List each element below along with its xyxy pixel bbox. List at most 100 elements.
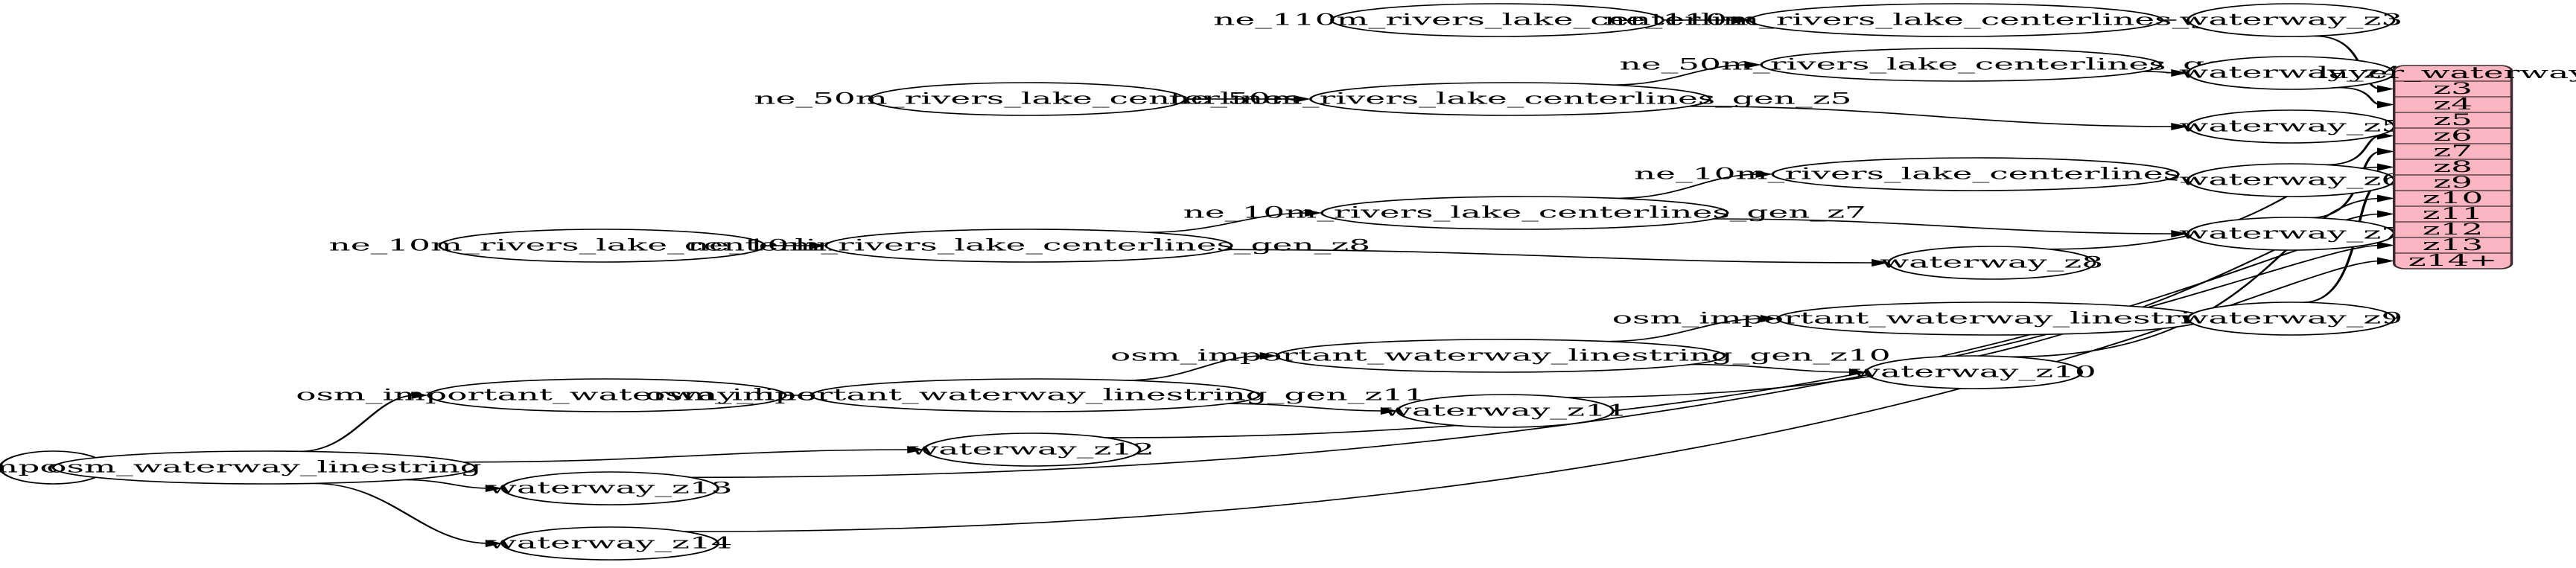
graph-edge bbox=[300, 395, 416, 453]
graph-node-waterway_z14[interactable]: waterway_z14 bbox=[488, 526, 733, 561]
graph-node-waterway_z6[interactable]: waterway_z6 bbox=[2179, 163, 2402, 197]
edge-arrowhead bbox=[2377, 210, 2395, 218]
graph-node-osm_waterway_linestring[interactable]: osm_waterway_linestring bbox=[46, 450, 482, 485]
table-row[interactable]: z8 bbox=[2394, 158, 2512, 176]
graph-node-waterway_z5[interactable]: waterway_z5 bbox=[2179, 109, 2402, 144]
graph-node-ne_10m_rivers_lake_centerlines[interactable]: ne_10m_rivers_lake_centerlines bbox=[329, 229, 876, 263]
table-row-label: z4 bbox=[2433, 95, 2472, 113]
node-label: waterway_z5 bbox=[2179, 117, 2402, 135]
graph-node-ne_110m_rivers_lake_centerlines[interactable]: ne_110m_rivers_lake_centerlines bbox=[1213, 3, 1781, 37]
node-ellipse bbox=[824, 229, 1233, 263]
graph-edge bbox=[1688, 105, 2175, 127]
graph-node-waterway_z10[interactable]: waterway_z10 bbox=[1851, 355, 2096, 389]
edge-arrowhead bbox=[2377, 163, 2395, 171]
node-ellipse bbox=[2187, 301, 2396, 336]
node-ellipse bbox=[500, 471, 719, 505]
edge-arrowhead bbox=[2377, 194, 2395, 202]
edge-arrowhead bbox=[2377, 85, 2395, 93]
table-row-label: z3 bbox=[2433, 80, 2472, 98]
table-row[interactable]: z13 bbox=[2394, 236, 2512, 254]
graph-node-ne_10m_rivers_lake_centerlines_gen_z6[interactable]: ne_10m_rivers_lake_centerlines_gen_z6 bbox=[1634, 157, 2317, 191]
graph-node-waterway_z11[interactable]: waterway_z11 bbox=[1383, 394, 1628, 428]
edge-arrowhead bbox=[2171, 230, 2189, 237]
graph-node-ne_50m_rivers_lake_centerlines_gen_z5[interactable]: ne_50m_rivers_lake_centerlines_gen_z5 bbox=[1168, 82, 1851, 116]
node-label: osm_waterway_linestring bbox=[46, 458, 481, 476]
node-label: ne_110m_rivers_lake_centerlines bbox=[1213, 10, 1781, 28]
node-ellipse bbox=[1309, 82, 1711, 116]
node-ellipse bbox=[427, 378, 787, 412]
graph-edge bbox=[2326, 135, 2382, 166]
graph-edge bbox=[2011, 197, 2382, 358]
node-ellipse bbox=[1749, 3, 2164, 37]
table-row[interactable]: z4 bbox=[2394, 95, 2512, 113]
table-row[interactable]: z7 bbox=[2394, 142, 2512, 160]
graph-edge bbox=[1617, 173, 1760, 200]
table-row-label: z5 bbox=[2433, 111, 2472, 129]
table-row[interactable]: z12 bbox=[2394, 220, 2512, 238]
graph-node-ne_10m_rivers_lake_centerlines_gen_z7[interactable]: ne_10m_rivers_lake_centerlines_gen_z7 bbox=[1183, 196, 1866, 230]
node-ellipse bbox=[1275, 339, 1726, 373]
table-row[interactable]: z9 bbox=[2394, 173, 2512, 191]
edge-arrowhead bbox=[2171, 69, 2189, 77]
node-ellipse bbox=[1864, 355, 2084, 389]
table-row[interactable]: z6 bbox=[2394, 127, 2512, 144]
table-row[interactable]: z11 bbox=[2394, 205, 2512, 223]
edge-arrowhead bbox=[2377, 147, 2395, 156]
table-row[interactable]: z10 bbox=[2394, 189, 2512, 207]
node-ellipse bbox=[1396, 394, 1615, 428]
node-label: waterway_z7 bbox=[2179, 224, 2402, 242]
node-label: waterway_z10 bbox=[1851, 363, 2096, 380]
table-row[interactable]: z14+ bbox=[2394, 252, 2512, 269]
graph-node-ne_50m_rivers_lake_centerlines[interactable]: ne_50m_rivers_lake_centerlines bbox=[754, 82, 1300, 116]
node-ellipse bbox=[810, 378, 1261, 412]
graph-node-osm_important_waterway_linestring_gen_z11[interactable]: osm_important_waterway_linestring_gen_z1… bbox=[645, 378, 1425, 412]
graph-node-waterway_z13[interactable]: waterway_z13 bbox=[488, 471, 733, 505]
graph-node-waterway_z7[interactable]: waterway_z7 bbox=[2179, 217, 2402, 251]
graph-edge bbox=[462, 449, 912, 463]
node-label: osm_important_waterway_linestring_gen_z1… bbox=[645, 386, 1425, 403]
edge-arrowhead bbox=[1871, 259, 1889, 267]
graph-edge bbox=[1126, 355, 1265, 381]
graph-edge bbox=[1225, 249, 1876, 264]
node-label: waterway_z6 bbox=[2179, 170, 2402, 188]
edge-arrowhead bbox=[1259, 352, 1277, 360]
node-ellipse bbox=[1887, 246, 2096, 280]
table-row[interactable]: z3 bbox=[2433, 80, 2472, 98]
graph-edge bbox=[403, 479, 490, 489]
graph-edge bbox=[1147, 212, 1309, 233]
graph-node-waterway_z3[interactable]: waterway_z3 bbox=[2179, 3, 2402, 37]
graph-node-waterway_z4[interactable]: waterway_z4 bbox=[2179, 56, 2402, 90]
graph-edge bbox=[1227, 403, 1385, 412]
graph-edge bbox=[314, 482, 490, 544]
node-label: ne_10m_rivers_lake_centerlines bbox=[329, 236, 876, 254]
graph-edge bbox=[1691, 363, 1854, 373]
edge-arrowhead bbox=[2377, 241, 2395, 249]
graph-node-ne_10m_rivers_lake_centerlines_gen_z8[interactable]: ne_10m_rivers_lake_centerlines_gen_z8 bbox=[687, 229, 1370, 263]
edge-arrowhead bbox=[1305, 209, 1323, 217]
graph-edge bbox=[1612, 64, 1749, 86]
table-shell bbox=[2392, 65, 2513, 269]
edge-arrowhead bbox=[2377, 257, 2395, 265]
graph-node-waterway_z9[interactable]: waterway_z9 bbox=[2179, 301, 2402, 336]
node-ellipse bbox=[1771, 157, 2180, 191]
graph-node-waterway_z8[interactable]: waterway_z8 bbox=[1880, 246, 2103, 280]
node-label: waterway_z4 bbox=[2179, 63, 2402, 81]
graph-node-osm_important_waterway_linestring_gen_z10[interactable]: osm_important_waterway_linestring_gen_z1… bbox=[1110, 339, 1891, 373]
table-row[interactable]: z5 bbox=[2394, 111, 2512, 129]
edge-arrowhead bbox=[485, 540, 503, 547]
table-row-label: z9 bbox=[2433, 173, 2472, 191]
nodes-layer: imposm3osm_waterway_linestringosm_import… bbox=[0, 3, 2402, 561]
node-ellipse bbox=[1330, 3, 1664, 37]
graph-node-waterway_z12[interactable]: waterway_z12 bbox=[909, 433, 1154, 467]
node-label: waterway_z14 bbox=[488, 534, 733, 552]
edge-arrowhead bbox=[1380, 407, 1398, 415]
node-label: waterway_z11 bbox=[1383, 401, 1628, 419]
edge-arrowhead bbox=[485, 485, 503, 492]
node-label: waterway_z3 bbox=[2179, 10, 2402, 28]
node-label: ne_50m_rivers_lake_centerlines bbox=[754, 89, 1300, 107]
graph-edge bbox=[684, 260, 2382, 532]
node-ellipse bbox=[2187, 3, 2396, 37]
table-row-label: z6 bbox=[2433, 127, 2472, 144]
edge-arrowhead bbox=[411, 392, 429, 399]
